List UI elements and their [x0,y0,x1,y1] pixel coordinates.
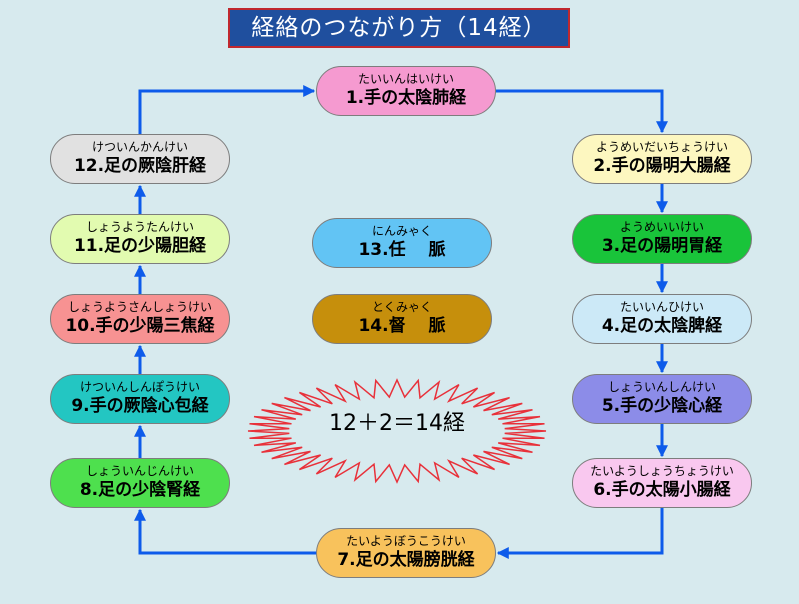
node-label: 1.手の太陰肺経 [345,88,467,108]
node-label: 5.手の少陰心経 [601,396,723,416]
summary-burst-icon [247,378,547,484]
arrow-1-to-2 [496,89,668,134]
node-reading: しょうようさんしょうけい [67,300,212,314]
node-reading: しょういんじんけい [85,464,194,478]
node-reading: ようめいいけい [619,220,704,234]
node-reading: ようめいだいちょうけい [595,140,728,154]
diagram-title: 経絡のつながり方（14経） [228,8,570,48]
node-reading: たいようぼうこうけい [346,534,466,548]
meridian-node-8: しょういんじんけい 8.足の少陰腎経 [50,458,230,508]
arrow-6-to-7 [496,508,664,559]
node-label: 8.足の少陰腎経 [79,480,201,500]
node-reading: しょういんしんけい [607,380,716,394]
node-label: 10.手の少陽三焦経 [65,316,215,336]
meridian-node-12: けついんかんけい 12.足の厥陰肝経 [50,134,230,184]
meridian-node-7: たいようぼうこうけい 7.足の太陽膀胱経 [316,528,496,578]
arrow-7-to-8 [134,508,316,555]
meridian-node-10: しょうようさんしょうけい 10.手の少陽三焦経 [50,294,230,344]
node-label: 7.足の太陽膀胱経 [337,550,475,570]
node-label: 13.任 脈 [358,240,446,260]
node-reading: にんみゃく [371,224,432,238]
meridian-node-9: けついんしんぽうけい 9.手の厥陰心包経 [50,374,230,424]
node-label: 6.手の太陽小腸経 [593,480,731,500]
meridian-node-3: ようめいいけい 3.足の陽明胃経 [572,214,752,264]
node-label: 12.足の厥陰肝経 [73,156,207,176]
node-reading: とくみゃく [371,300,433,314]
meridian-node-11: しょうようたんけい 11.足の少陽胆経 [50,214,230,264]
node-label: 9.手の厥陰心包経 [71,396,209,416]
node-reading: たいいんはいけい [357,72,454,86]
vessel-node-14: とくみゃく 14.督 脈 [312,294,492,344]
node-label: 14.督 脈 [358,316,446,336]
node-reading: けついんしんぽうけい [79,380,200,394]
meridian-node-2: ようめいだいちょうけい 2.手の陽明大腸経 [572,134,752,184]
node-label: 2.手の陽明大腸経 [593,156,731,176]
meridian-node-5: しょういんしんけい 5.手の少陰心経 [572,374,752,424]
meridian-node-6: たいようしょうちょうけい 6.手の太陽小腸経 [572,458,752,508]
summary-equation: 12＋2＝14経 [329,411,465,436]
node-label: 3.足の陽明胃経 [601,236,723,256]
burst-outline [247,378,547,484]
node-label: 11.足の少陽胆経 [73,236,207,256]
vessel-node-13: にんみゃく 13.任 脈 [312,218,492,268]
arrow-12-to-1 [138,85,316,134]
node-reading: しょうようたんけい [85,220,194,234]
node-reading: たいようしょうちょうけい [590,464,734,478]
meridian-node-4: たいいんひけい 4.足の太陰脾経 [572,294,752,344]
node-reading: たいいんひけい [619,300,704,314]
node-label: 4.足の太陰脾経 [601,316,723,336]
node-reading: けついんかんけい [91,140,188,154]
meridian-node-1: たいいんはいけい 1.手の太陰肺経 [316,66,496,116]
